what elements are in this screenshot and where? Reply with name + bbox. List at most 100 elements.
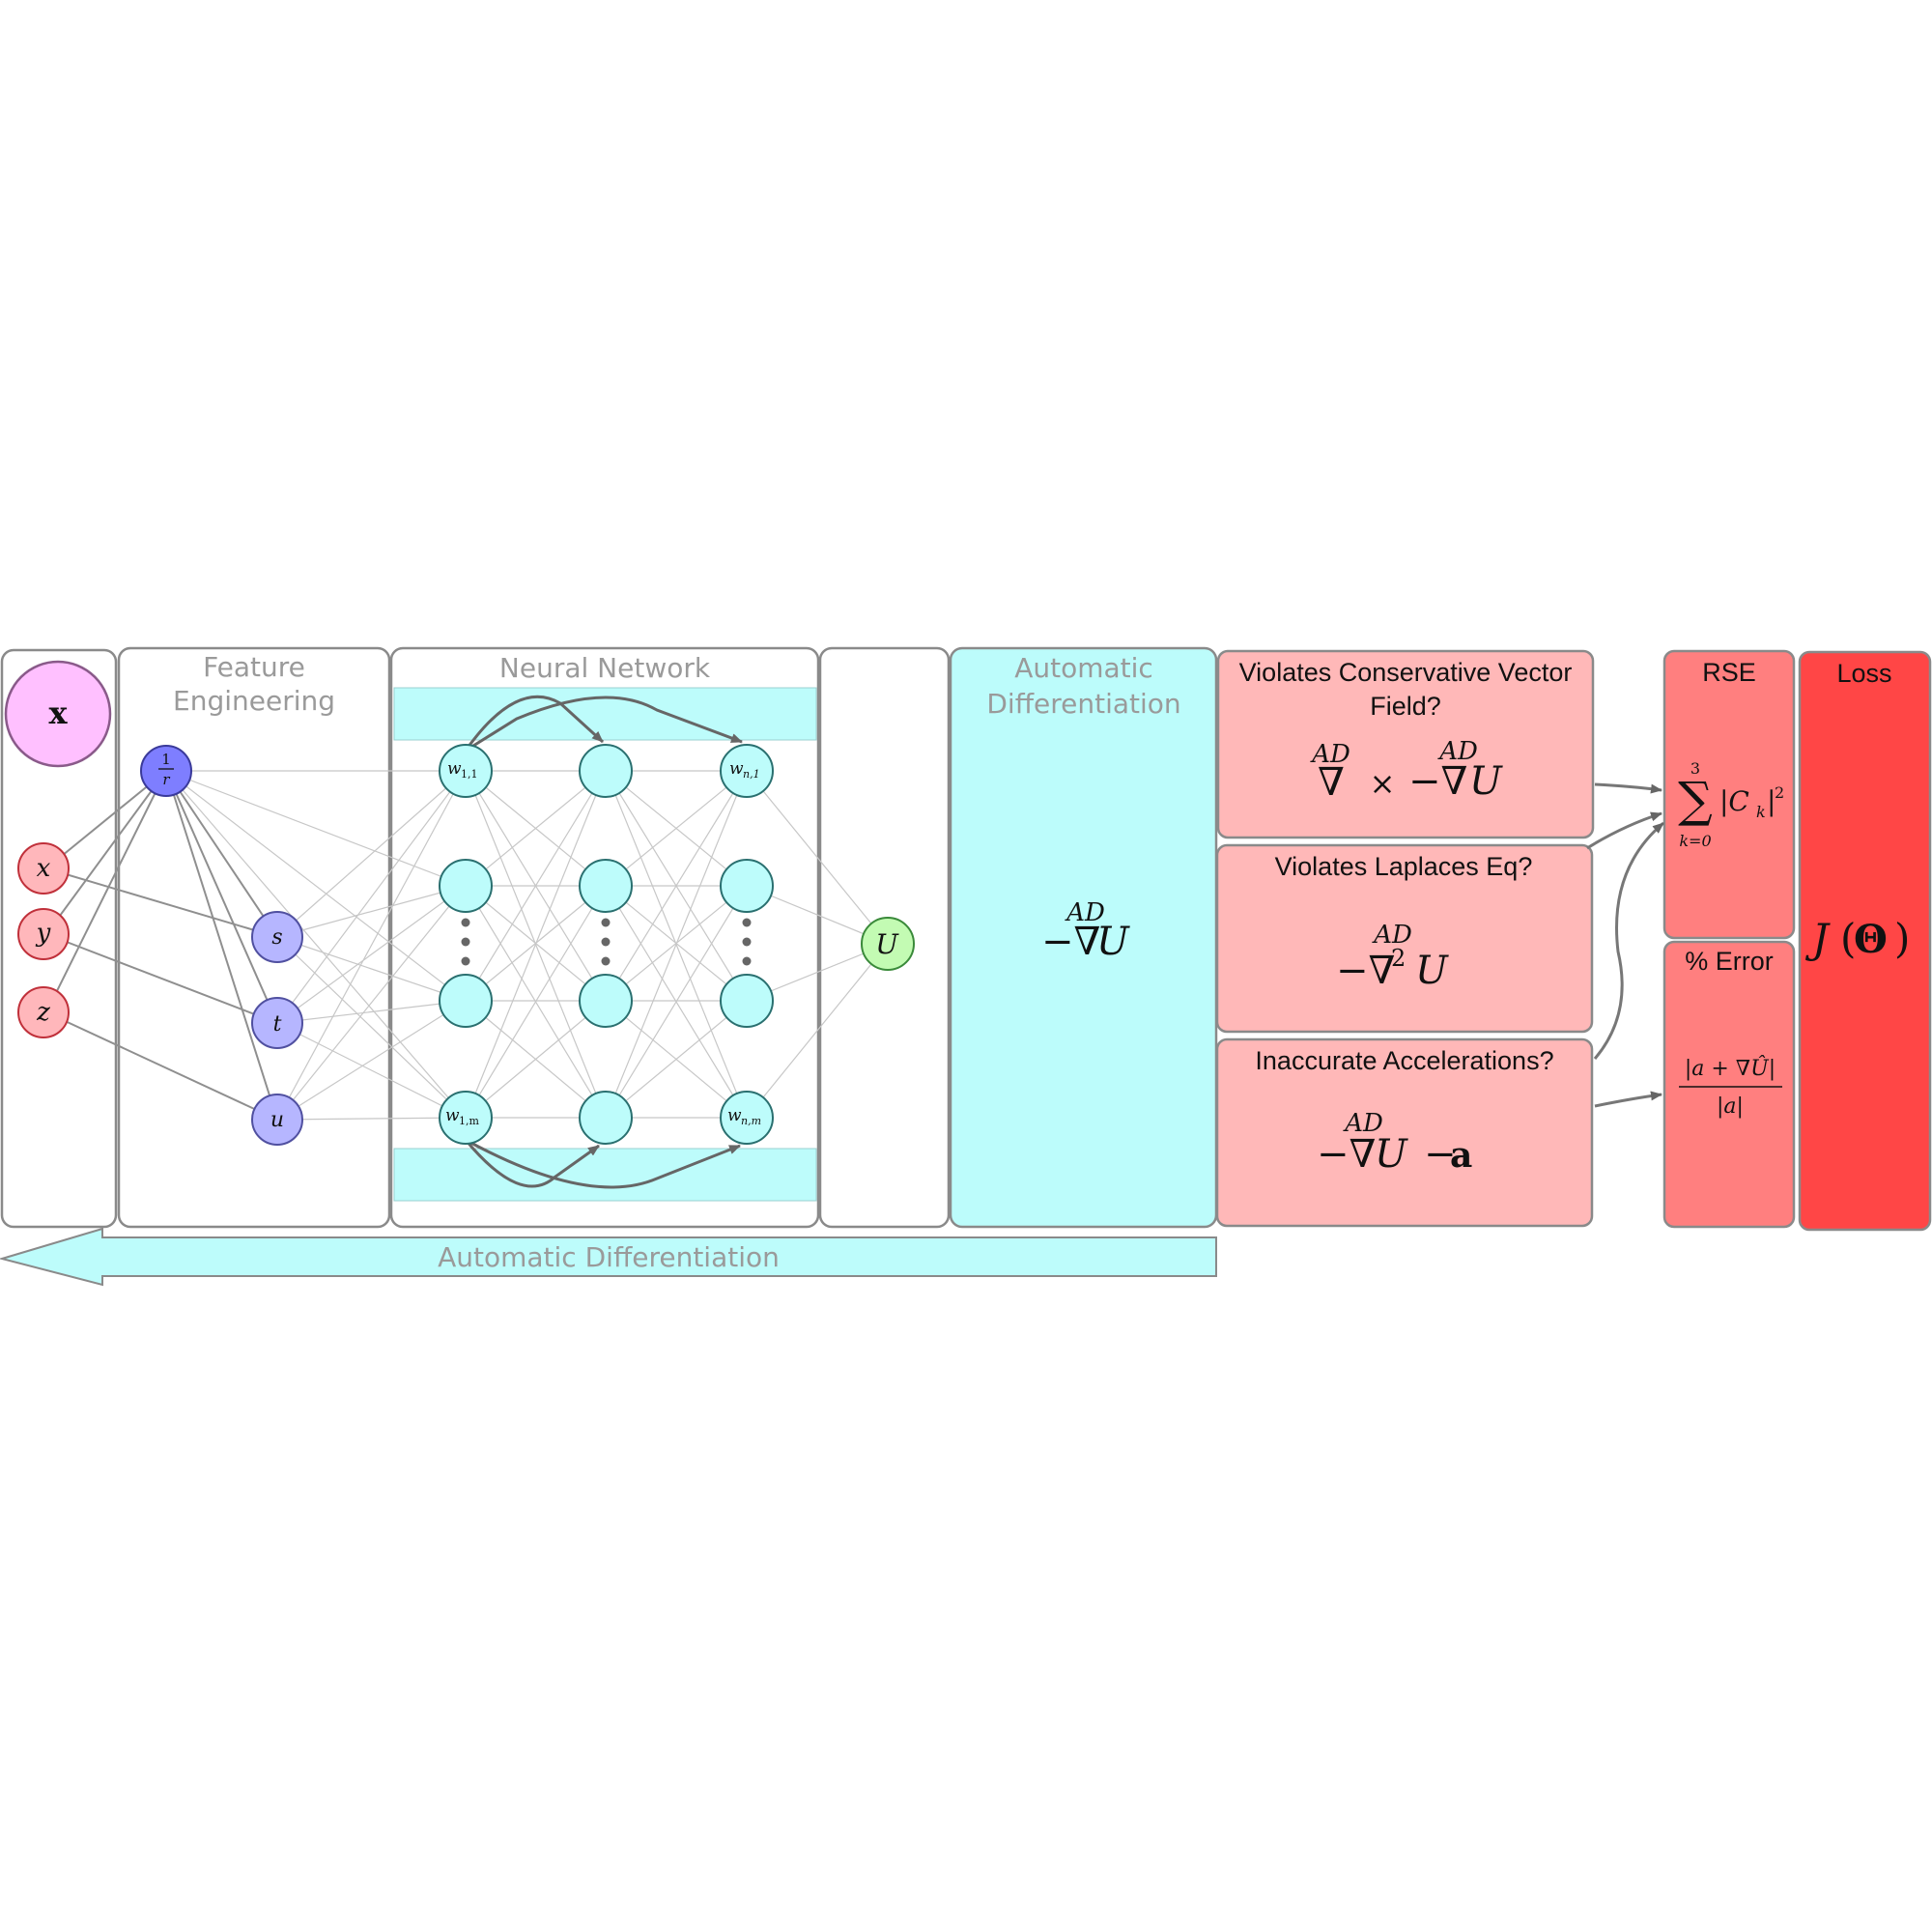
neuron bbox=[579, 1091, 633, 1145]
acceleration-expression: AD −∇ U − a bbox=[1317, 1109, 1472, 1177]
svg-text:U: U bbox=[1415, 949, 1449, 993]
y-node: y bbox=[17, 908, 70, 960]
svg-text:u: u bbox=[270, 1108, 284, 1132]
neuron bbox=[439, 974, 493, 1028]
rse-formula: 3 ∑ k=0 |C k | 2 bbox=[1678, 759, 1784, 850]
svg-text:×: × bbox=[1370, 765, 1396, 802]
percent-error-title: % Error bbox=[1685, 947, 1774, 976]
check-conservative-question-1: Violates Conservative Vector bbox=[1239, 658, 1573, 687]
svg-text:U: U bbox=[1375, 1132, 1408, 1177]
x-node: x bbox=[17, 842, 70, 895]
backprop-arrow-label: Automatic Differentiation bbox=[438, 1241, 780, 1273]
svg-text:y: y bbox=[36, 919, 51, 948]
svg-text:x: x bbox=[37, 854, 51, 883]
svg-text:w: w bbox=[447, 759, 462, 779]
neuron-w11 bbox=[439, 744, 493, 798]
svg-text:2: 2 bbox=[1775, 783, 1784, 802]
percent-error-box bbox=[1662, 940, 1796, 1229]
input-node: x bbox=[4, 660, 112, 768]
svg-text:1,1: 1,1 bbox=[461, 768, 478, 781]
automatic-differentiation-title-1: Automatic bbox=[1014, 652, 1153, 684]
check-laplace-question: Violates Laplaces Eq? bbox=[1275, 852, 1533, 881]
svg-text:z: z bbox=[36, 998, 50, 1027]
skip-connection-arrows bbox=[464, 695, 743, 1189]
inverse-r-node: 1 r bbox=[140, 745, 192, 797]
skip-band-bottom bbox=[393, 1148, 817, 1202]
svg-text:U: U bbox=[1096, 920, 1130, 964]
loss-box bbox=[1798, 650, 1932, 1232]
metric-arrows bbox=[1586, 782, 1664, 1108]
neural-network-title: Neural Network bbox=[499, 652, 711, 684]
neuron-wnm bbox=[720, 1091, 774, 1145]
svg-text:|: | bbox=[1767, 785, 1776, 817]
svg-text:t: t bbox=[273, 1012, 282, 1037]
svg-text:w: w bbox=[445, 1106, 460, 1125]
svg-text:U: U bbox=[1469, 759, 1503, 804]
s-node: s bbox=[251, 911, 303, 963]
svg-text:(: ( bbox=[1840, 915, 1856, 962]
svg-text:1,m: 1,m bbox=[459, 1115, 479, 1127]
svg-text:w: w bbox=[729, 759, 744, 779]
output-node: U bbox=[861, 917, 915, 971]
backprop-arrow bbox=[0, 1227, 1217, 1287]
svg-text:AD: AD bbox=[1343, 1109, 1383, 1138]
neuron bbox=[579, 974, 633, 1028]
svg-text:x: x bbox=[48, 695, 68, 731]
check-laplace-box bbox=[1215, 843, 1594, 1034]
svg-text:−∇: −∇ bbox=[1408, 759, 1467, 804]
percent-error-formula: |a + ∇Û| |a| bbox=[1679, 1055, 1782, 1119]
rse-title: RSE bbox=[1702, 658, 1756, 687]
curl-expression: AD ∇ × AD −∇ U bbox=[1310, 737, 1503, 805]
svg-text:|a + ∇Û|: |a + ∇Û| bbox=[1685, 1055, 1776, 1081]
svg-text:w: w bbox=[727, 1106, 742, 1125]
svg-text:): ) bbox=[1894, 915, 1910, 962]
svg-text:|a|: |a| bbox=[1717, 1094, 1744, 1119]
svg-text:Θ: Θ bbox=[1854, 917, 1888, 962]
neuron bbox=[579, 859, 633, 913]
feature-engineering-title-1: Feature bbox=[203, 651, 305, 683]
svg-text:AD: AD bbox=[1437, 737, 1478, 766]
check-acceleration-box bbox=[1215, 1037, 1594, 1228]
svg-text:r: r bbox=[162, 771, 170, 788]
svg-text:n,m: n,m bbox=[741, 1115, 761, 1127]
hidden-neurons bbox=[439, 744, 774, 1145]
neuron bbox=[439, 859, 493, 913]
svg-text:AD: AD bbox=[1065, 898, 1105, 927]
svg-text:|C: |C bbox=[1719, 785, 1749, 817]
svg-text:k=0: k=0 bbox=[1679, 832, 1711, 850]
neuron bbox=[720, 974, 774, 1028]
svg-text:1: 1 bbox=[161, 751, 171, 768]
check-conservative-box bbox=[1216, 649, 1595, 839]
neuron-wn1 bbox=[720, 744, 774, 798]
svg-text:−: − bbox=[1424, 1132, 1457, 1177]
loss-title: Loss bbox=[1836, 659, 1891, 688]
svg-text:−∇: −∇ bbox=[1336, 949, 1395, 993]
svg-text:AD: AD bbox=[1372, 921, 1412, 950]
rse-box bbox=[1662, 649, 1796, 940]
feature-engineering-title-2: Engineering bbox=[173, 685, 335, 717]
neuron bbox=[579, 744, 633, 798]
neuron-labels: w 1,1 w n,1 w 1,m w n,m bbox=[445, 759, 761, 1127]
check-conservative-question-2: Field? bbox=[1370, 692, 1441, 721]
check-acceleration-question: Inaccurate Accelerations? bbox=[1255, 1046, 1553, 1075]
svg-text:n,1: n,1 bbox=[743, 768, 760, 781]
neuron-w1m bbox=[439, 1091, 493, 1145]
svg-text:−∇: −∇ bbox=[1041, 920, 1100, 964]
svg-text:U: U bbox=[875, 928, 899, 960]
laplacian-expression: AD −∇ 2 U bbox=[1336, 921, 1449, 993]
z-node: z bbox=[17, 986, 70, 1038]
t-node: t bbox=[251, 997, 303, 1049]
neural-network-panel bbox=[389, 646, 820, 1229]
automatic-differentiation-title-2: Differentiation bbox=[986, 688, 1180, 720]
ellipsis-dots bbox=[461, 918, 752, 966]
u-node: u bbox=[251, 1094, 303, 1146]
svg-text:k: k bbox=[1756, 803, 1766, 821]
svg-text:2: 2 bbox=[1391, 945, 1406, 972]
ad-gradient-expression: AD −∇ U bbox=[1041, 898, 1130, 964]
connections bbox=[45, 770, 889, 1121]
svg-text:s: s bbox=[271, 925, 282, 950]
skip-band-top bbox=[393, 687, 817, 741]
svg-text:AD: AD bbox=[1310, 740, 1350, 769]
svg-text:a: a bbox=[1450, 1135, 1472, 1176]
svg-text:∑: ∑ bbox=[1678, 772, 1713, 828]
